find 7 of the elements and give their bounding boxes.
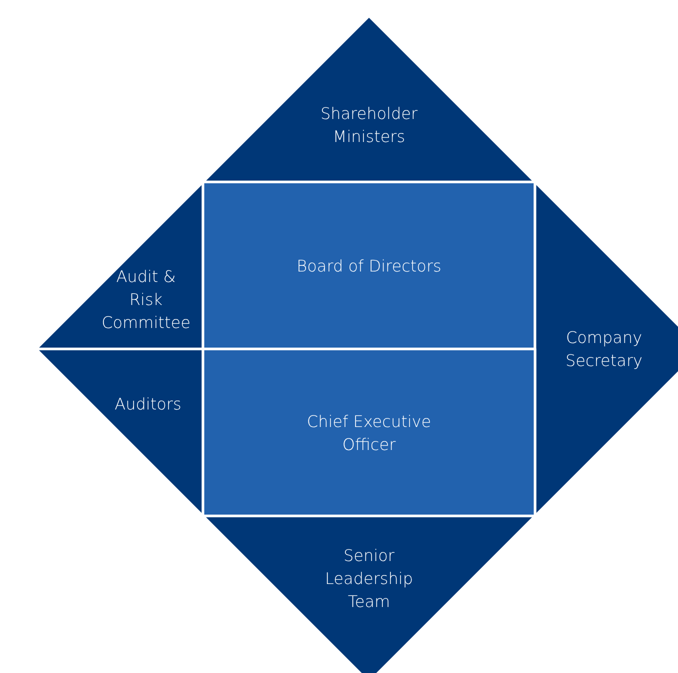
node-label: Shareholder Ministers	[319, 102, 419, 148]
node-label: Auditors	[114, 393, 182, 416]
node-label: Senior Leadership Team	[324, 545, 414, 614]
node-label: Chief Executive Officer	[306, 410, 432, 456]
node-label: Company Secretary	[564, 326, 644, 372]
node-label: Audit & Risk Committee	[100, 266, 192, 335]
node-label: Board of Directors	[296, 255, 442, 278]
